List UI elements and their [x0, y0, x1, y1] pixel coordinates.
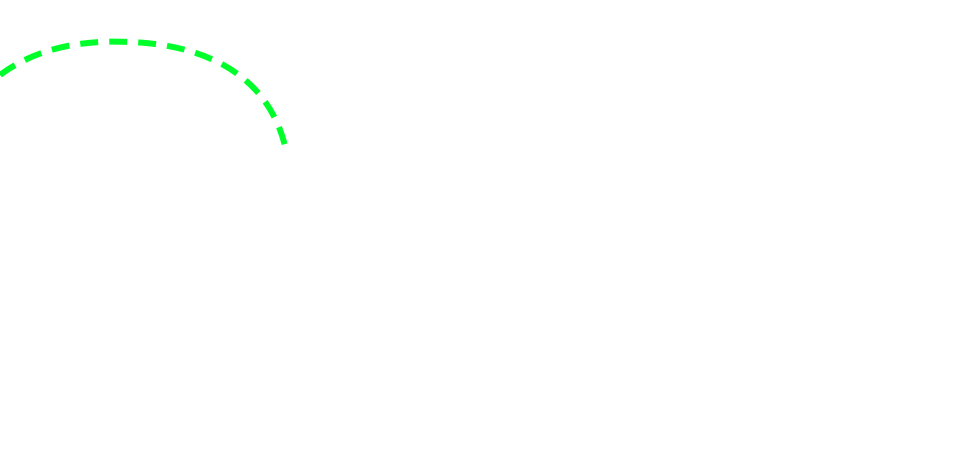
dashed-green-arc	[0, 38, 289, 151]
